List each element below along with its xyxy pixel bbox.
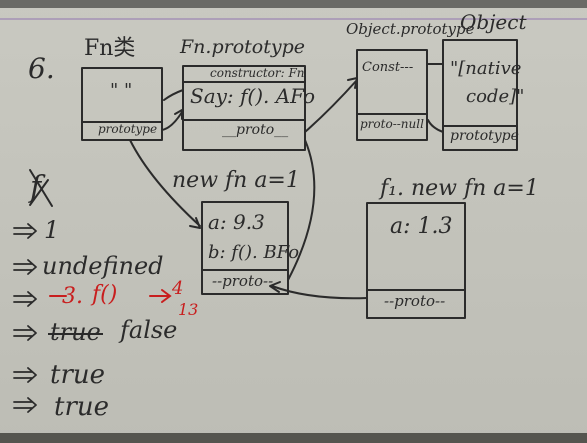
answer-4-struck: true bbox=[48, 318, 103, 346]
fn-box bbox=[81, 67, 163, 141]
notebook-margin-line bbox=[0, 18, 587, 20]
answer-3-prefix: 3. bbox=[62, 284, 83, 309]
answer-2: undefined bbox=[42, 252, 164, 280]
object-prototype-proto: proto--null bbox=[360, 117, 424, 131]
fn-prototype-constructor: constructor: Fn bbox=[210, 66, 305, 80]
new-fn-label: new fn a=1 bbox=[172, 168, 300, 193]
object-content-line2: code]" bbox=[466, 86, 525, 107]
answer-4-correct: false bbox=[120, 316, 178, 344]
object-content-line1: "[native bbox=[450, 58, 522, 79]
instance-f1-proto: --proto-- bbox=[384, 292, 446, 310]
instance-f1-a: a: 1.3 bbox=[390, 214, 453, 239]
instance-a-b: b: f(). BFo bbox=[208, 242, 300, 263]
answer-3-value: f() bbox=[92, 282, 118, 307]
fn-prototype-proto: __proto__ bbox=[222, 122, 289, 138]
fn-title: Fn类 bbox=[84, 36, 136, 61]
answer-crossed-top: f bbox=[30, 170, 42, 205]
answer-3-red-2: 13 bbox=[178, 300, 199, 319]
answer-3-red-1: 4 bbox=[172, 278, 184, 299]
object-prototype-title: Object.prototype bbox=[346, 20, 475, 38]
fn-box-content: " " bbox=[110, 80, 133, 101]
f1-label: f₁. new fn a=1 bbox=[380, 176, 539, 201]
answer-5: true bbox=[50, 360, 106, 390]
photo-bottom-edge bbox=[0, 433, 587, 443]
question-number: 6. bbox=[28, 52, 55, 85]
object-box bbox=[442, 39, 518, 151]
answer-1: 1 bbox=[44, 216, 60, 244]
instance-a-a: a: 9.3 bbox=[208, 210, 265, 234]
object-proto-label: prototype bbox=[450, 128, 519, 144]
fn-box-proto-label: prototype bbox=[98, 122, 158, 136]
instance-f1-box bbox=[366, 202, 466, 319]
object-prototype-box bbox=[356, 49, 428, 141]
object-title: Object bbox=[460, 10, 527, 34]
fn-prototype-title: Fn.prototype bbox=[180, 36, 305, 58]
notebook-top-edge bbox=[0, 0, 587, 8]
object-prototype-const: Const--- bbox=[362, 60, 414, 75]
instance-a-proto: --proto-- bbox=[212, 272, 274, 290]
answer-6: true bbox=[54, 392, 110, 422]
fn-prototype-box bbox=[182, 65, 306, 151]
fn-prototype-say: Say: f(). AFo bbox=[190, 84, 316, 108]
instance-a-box bbox=[201, 201, 289, 295]
